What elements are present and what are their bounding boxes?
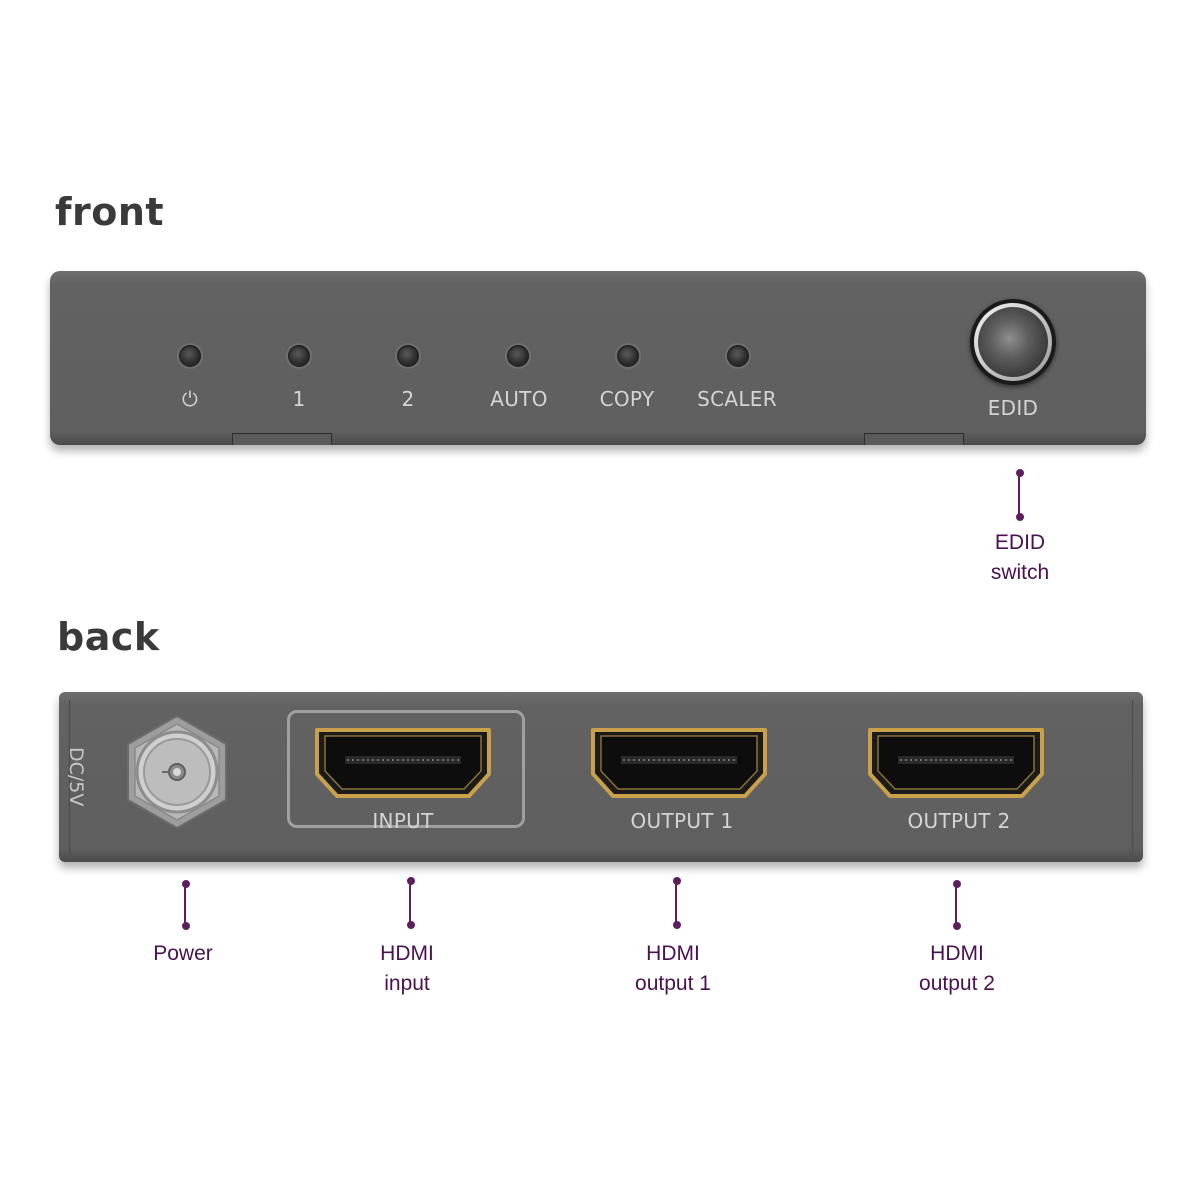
power-icon: ⏻ [181,387,199,411]
hdmi-output-1-callout-dot-bottom [673,921,681,929]
hdmi-output-1-callout-line2: output 1 [635,972,711,995]
edid-callout-dot-bottom [1016,513,1024,521]
edid-callout-line1: EDID [994,531,1046,554]
hdmi-output-1-callout-line [675,881,677,925]
hdmi-output-2-callout-line [955,884,957,926]
hdmi-input-callout: HDMI input [380,939,434,999]
hdmi-output-2-port[interactable] [864,724,1048,800]
input-port-label: INPUT [372,809,434,833]
power-callout-dot-bottom [182,922,190,930]
front-foot-right [864,433,964,445]
hdmi-port-icon [868,728,1044,798]
back-panel: DC/5V INPUT OUTPUT 1 [59,692,1143,862]
hdmi-output-2-callout-dot-bottom [953,922,961,930]
output-1-port-label: OUTPUT 1 [630,809,734,833]
hdmi-input-port[interactable] [311,724,495,800]
edid-callout-dot-top [1016,469,1024,477]
edid-label: EDID [987,396,1039,420]
power-callout-line1: Power [153,942,213,965]
back-panel-edge [69,700,1133,854]
hdmi-port-icon [591,728,767,798]
scaler-label: SCALER [697,387,777,411]
front-section-title: front [55,190,165,234]
input-port-frame [287,710,525,828]
back-section-title: back [57,615,160,659]
power-callout-line [184,884,186,926]
input-2-label: 2 [401,387,415,411]
power-jack-icon [127,714,227,830]
hdmi-input-callout-line2: input [384,972,430,995]
hdmi-input-callout-dot-bottom [407,921,415,929]
copy-led [617,345,639,367]
power-callout-dot-top [182,880,190,888]
hdmi-output-1-callout-dot-top [673,877,681,885]
hdmi-output-1-port[interactable] [587,724,771,800]
auto-label: AUTO [490,387,548,411]
power-callout: Power [153,939,213,969]
hdmi-output-2-callout: HDMI output 2 [919,939,995,999]
hdmi-port-icon [315,728,491,798]
edid-callout-line [1018,473,1020,517]
hdmi-output-2-callout-dot-top [953,880,961,888]
input-2-led [397,345,419,367]
hdmi-input-callout-line [409,881,411,925]
front-panel: ⏻ 1 2 AUTO COPY SCALER EDID [50,271,1146,445]
hdmi-output-1-callout: HDMI output 1 [635,939,711,999]
edid-callout-line2: switch [990,561,1050,584]
copy-label: COPY [599,387,655,411]
scaler-led [727,345,749,367]
output-2-port-label: OUTPUT 2 [907,809,1011,833]
edid-button[interactable] [970,299,1056,385]
input-1-label: 1 [292,387,306,411]
hdmi-input-callout-dot-top [407,877,415,885]
dc-power-jack[interactable] [122,712,232,832]
dc-5v-label: DC/5V [65,747,87,807]
edid-switch-callout: EDID switch [991,528,1049,588]
hdmi-output-2-callout-line2: output 2 [919,972,995,995]
hdmi-input-callout-line1: HDMI [380,942,434,965]
front-foot-left [232,433,332,445]
auto-led [507,345,529,367]
hdmi-output-1-callout-line1: HDMI [646,942,700,965]
input-1-led [288,345,310,367]
power-led [179,345,201,367]
hdmi-output-2-callout-line1: HDMI [930,942,984,965]
